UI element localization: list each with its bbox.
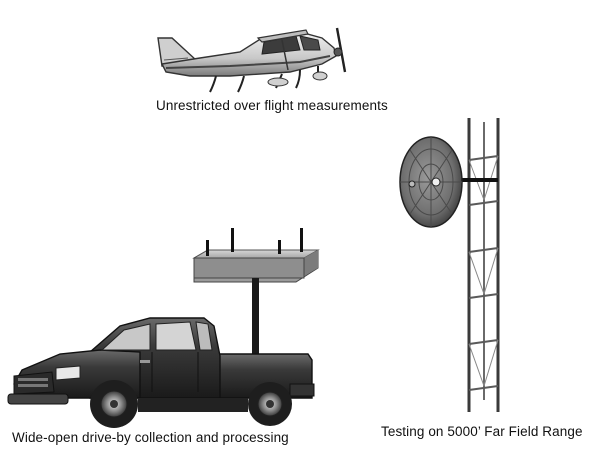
truck-caption: Wide-open drive-by collection and proces… (12, 430, 289, 445)
tower-caption: Testing on 5000’ Far Field Range (381, 424, 583, 439)
lattice-tower-icon (440, 118, 500, 412)
front-wheel-icon (90, 380, 138, 428)
airplane-icon (157, 27, 347, 93)
dish-antenna-icon (399, 136, 463, 228)
pickup-truck-icon (7, 228, 320, 428)
airplane-caption: Unrestricted over flight measurements (156, 98, 388, 113)
antenna-platform-icon (192, 228, 320, 354)
rear-wheel-icon (248, 382, 292, 426)
